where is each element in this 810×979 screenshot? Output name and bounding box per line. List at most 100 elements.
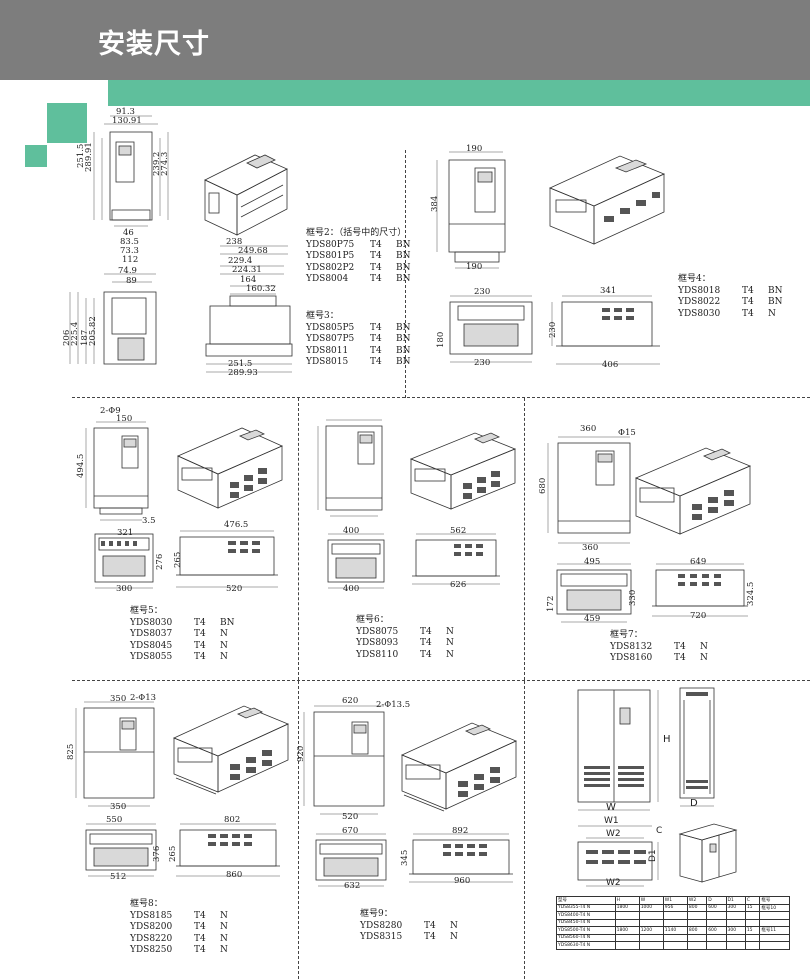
frame23-dim-b2: 289.93 <box>228 368 258 378</box>
frame23-bottom-drawing <box>205 245 293 373</box>
page-title: 安装尺寸 <box>98 29 210 60</box>
frame7-iso-drawing <box>634 447 752 535</box>
frame7-side-drawing <box>652 563 748 617</box>
frame6-side-drawing <box>412 533 500 585</box>
decor-square-large <box>47 103 87 143</box>
frame8-front2-drawing <box>85 823 157 877</box>
frame7-dim-s-w: 649 <box>690 557 707 567</box>
decor-square-small <box>25 145 47 167</box>
frame5-front2-drawing <box>94 533 154 589</box>
frame7-dim-f-h2: 172 <box>546 595 556 612</box>
table-row: YDS8560-T4 N <box>556 933 790 942</box>
frame5-dim-s-b: 520 <box>226 584 243 594</box>
frame6-dim-f-b: 400 <box>343 584 360 594</box>
cabinet-label-d: D <box>690 798 698 809</box>
frame9-iso-drawing <box>400 722 518 812</box>
header-bar: 安装尺寸 <box>0 0 810 80</box>
divider-vertical-bot-1 <box>298 681 299 979</box>
frame9-dim-f-w: 670 <box>342 826 359 836</box>
frame8-side-drawing <box>176 823 280 877</box>
cabinet-label-h: H <box>663 734 671 745</box>
frame5-dim-s-w: 476.5 <box>224 520 249 530</box>
frame1-dim-side-w2: 89 <box>126 276 137 286</box>
frame23-dim-t5: 164 <box>240 275 257 285</box>
frame4-dim-f-b: 230 <box>474 358 491 368</box>
frame9-dim-hole: 2-Φ13.5 <box>376 700 411 710</box>
frame1-dim-w-top2: 130.91 <box>112 116 142 126</box>
frame7-title: 框号7： <box>610 630 643 640</box>
frame7-front-drawing <box>547 436 631 544</box>
frame9-dim-h-left: 920 <box>296 745 306 762</box>
frame4-dim-h-left: 384 <box>430 195 440 212</box>
frame9-dim-s-w: 892 <box>452 826 469 836</box>
frame4-dim-w-bot: 190 <box>466 262 483 272</box>
frame23-dim-t2: 249.68 <box>238 246 268 256</box>
frame9-title: 框号9： <box>360 909 393 919</box>
divider-vertical-mid-1 <box>298 398 299 680</box>
frame8-iso-drawing <box>172 705 290 795</box>
divider-vertical-mid-2 <box>524 398 525 680</box>
frame1-dim-side-h4: 205.82 <box>88 316 98 346</box>
frame8-dim-w-top: 350 <box>110 694 127 704</box>
frame8-front-drawing <box>75 701 155 807</box>
frame23-dim-t1: 238 <box>226 237 243 247</box>
table-header-row: 型号 H W W1 W2 D D1 C 框号 <box>556 896 790 905</box>
frame1-dim-w-top1: 91.3 <box>116 107 135 117</box>
frame8-dim-f-h: 376 <box>152 845 162 862</box>
divider-vertical-top <box>405 150 406 398</box>
frame1-side-drawing <box>69 273 157 365</box>
frame6-dim-s-w: 562 <box>450 526 467 536</box>
cabinet-iso-drawing <box>678 823 738 883</box>
frame1-dim-w-b2: 83.5 <box>120 237 139 247</box>
cabinet-label-w2-bottom: W2 <box>606 878 621 888</box>
frame8-title: 框号8： <box>130 899 163 909</box>
frame4-front-drawing <box>436 151 506 269</box>
frame4-dim-f-w: 230 <box>474 287 491 297</box>
frame23-dim-t3: 229.4 <box>228 256 253 266</box>
frame1-dim-h-right2: 274.3 <box>160 151 170 176</box>
frame9-side-drawing <box>409 833 513 883</box>
frame8-dim-hole: 2-Φ13 <box>130 693 157 703</box>
frame8-dim-w-bot: 350 <box>110 802 127 812</box>
frame9-dim-w-top: 620 <box>342 696 359 706</box>
frame4-side-drawing <box>551 295 660 365</box>
frame1-iso-drawing <box>204 154 288 236</box>
frame7-dim-s-b: 720 <box>690 611 707 621</box>
cabinet-label-w2: W2 <box>606 829 621 839</box>
frame1-dim-w-b1: 46 <box>123 228 134 238</box>
frame6-front-drawing <box>317 419 383 517</box>
frame8-dim-f-b: 512 <box>110 872 127 882</box>
divider-horizontal-2 <box>72 680 810 681</box>
frame23-dim-t4: 224.31 <box>232 265 262 275</box>
frame5-dim-f-b: 300 <box>116 584 133 594</box>
frame1-dim-w-b3: 73.3 <box>120 246 139 256</box>
frame5-dim-hole: 2-Φ9 <box>100 406 121 416</box>
frame4-iso-drawing <box>548 155 666 245</box>
frame6-dim-w-top: 400 <box>343 526 360 536</box>
